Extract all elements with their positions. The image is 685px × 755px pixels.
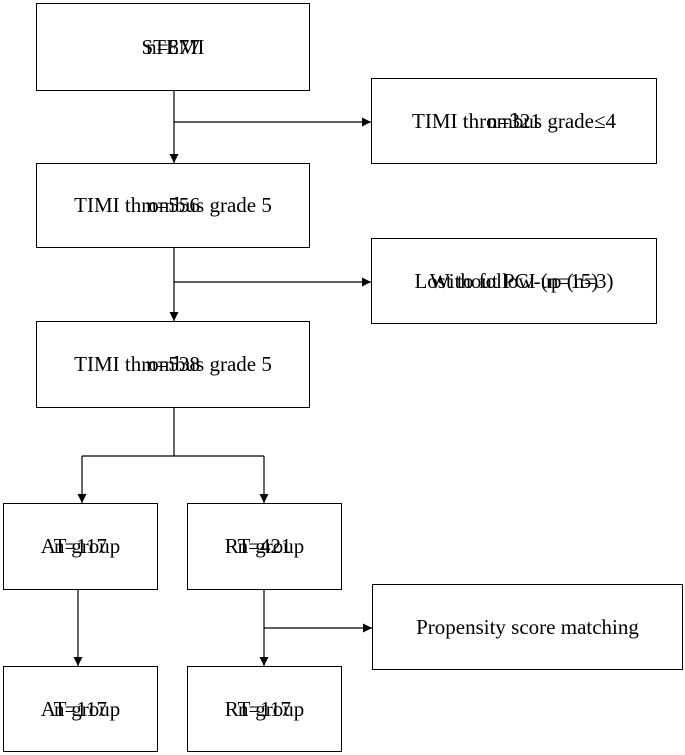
at-group-after-box: AT group n=117 bbox=[3, 666, 158, 752]
grade5-first-box: TIMI thrombus grade 5 n=556 bbox=[36, 163, 310, 248]
rt-group-before-box: RT group n=421 bbox=[187, 503, 342, 590]
at-group-before-title: AT group bbox=[40, 534, 121, 558]
excluded-without-pci: Without PCI (n=15) bbox=[429, 268, 599, 293]
rt-group-after-title: RT group bbox=[224, 696, 305, 721]
stemi-count: n=877 bbox=[146, 34, 200, 59]
grade5-second-count: n=538 bbox=[146, 352, 200, 376]
grade5-second-title: TIMI thrombus grade 5 bbox=[74, 352, 272, 376]
grade5-first-count: n=556 bbox=[146, 193, 200, 217]
grade5-first-title: TIMI thrombus grade 5 bbox=[74, 193, 272, 217]
at-group-before-box: AT group n=117 bbox=[3, 503, 158, 590]
excluded-lost-follow-up: Lost to follow-up (n=3) bbox=[414, 268, 614, 293]
excluded-grade-box: TIMI thrombus grade≤4 n=321 bbox=[371, 78, 657, 164]
excluded-pci-box: Without PCI (n=15) Lost to follow-up (n=… bbox=[371, 238, 657, 324]
excluded-grade-count: n=321 bbox=[487, 108, 541, 133]
at-group-after-title: AT group bbox=[40, 696, 121, 721]
grade5-second-box: TIMI thrombus grade 5 n=538 bbox=[36, 321, 310, 408]
rt-group-after-count: n=117 bbox=[237, 696, 292, 721]
rt-group-before-count: n=421 bbox=[237, 534, 292, 558]
at-group-after-count: n=117 bbox=[53, 696, 108, 721]
stemi-title: STEMI bbox=[141, 34, 205, 59]
at-group-before-count: n=117 bbox=[53, 534, 108, 558]
rt-group-before-title: RT group bbox=[224, 534, 305, 558]
stemi-box: STEMI n=877 bbox=[36, 3, 310, 91]
matching-label: Propensity score matching bbox=[416, 614, 639, 639]
excluded-grade-title: TIMI thrombus grade≤4 bbox=[412, 108, 616, 133]
matching-box: Propensity score matching bbox=[372, 584, 683, 670]
rt-group-after-box: RT group n=117 bbox=[187, 666, 342, 752]
